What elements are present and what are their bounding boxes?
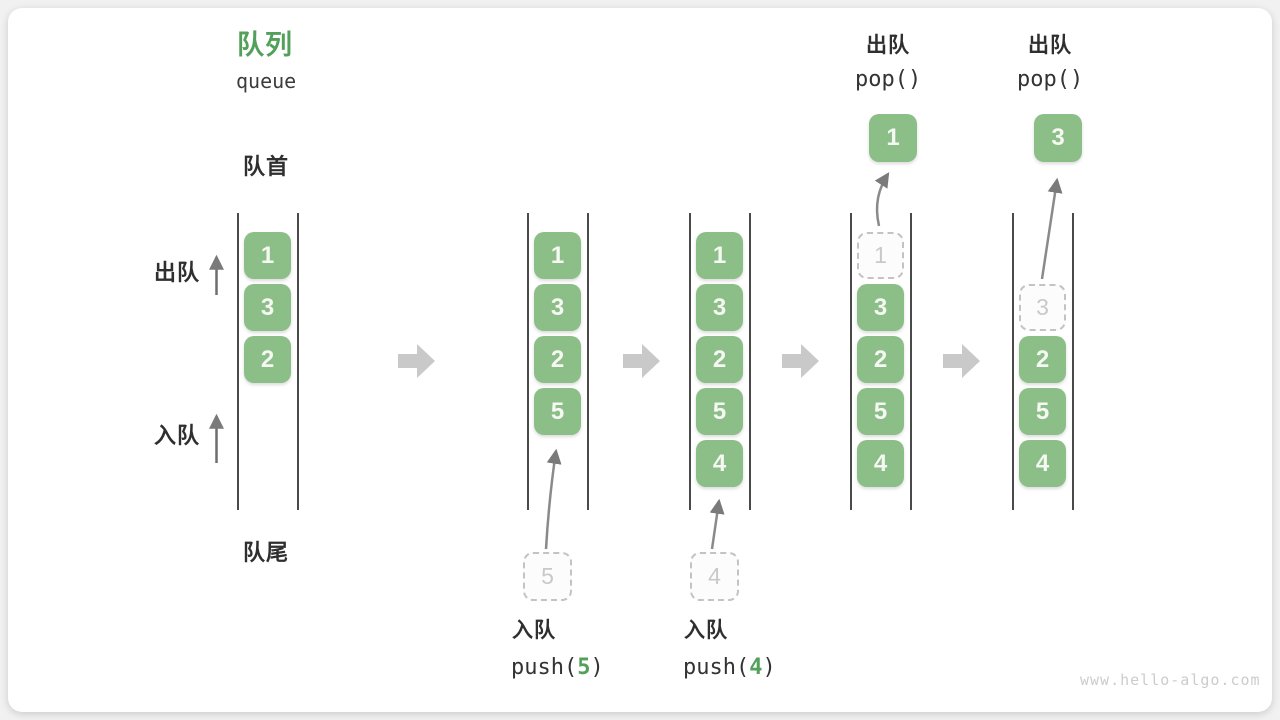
queue-state-4: 1 3 2 5 4	[850, 213, 912, 510]
enqueue-side-label: 入队	[154, 423, 201, 448]
queue-cell: 5	[696, 388, 743, 435]
code-text: push(	[683, 655, 750, 680]
incoming-cell-5: 5	[523, 552, 572, 601]
queue-cell: 5	[1019, 388, 1066, 435]
queue-cell: 1	[534, 232, 581, 279]
removed-cell: 1	[857, 232, 904, 279]
code-arg: 4	[749, 655, 763, 680]
dequeue-side-label: 出队	[154, 260, 201, 285]
push-5-label: 入队	[512, 619, 556, 642]
push-4-label: 入队	[684, 619, 728, 642]
code-text: )	[762, 655, 776, 680]
queue-cell: 2	[857, 336, 904, 383]
code-arg: 5	[577, 655, 591, 680]
queue-state-3: 1 3 2 5 4	[689, 213, 751, 510]
queue-cell: 3	[857, 284, 904, 331]
popped-cell-1: 1	[869, 114, 917, 162]
queue-cell: 4	[857, 440, 904, 487]
queue-rear-label: 队尾	[243, 540, 290, 565]
queue-cell: 3	[244, 284, 291, 331]
push-5-code: push(5)	[511, 656, 604, 679]
queue-cell: 3	[696, 284, 743, 331]
queue-cell: 2	[696, 336, 743, 383]
queue-cell: 2	[1019, 336, 1066, 383]
page-subtitle: queue	[236, 69, 297, 93]
watermark: www.hello-algo.com	[1080, 671, 1261, 689]
push-4-code: push(4)	[683, 656, 776, 679]
queue-state-2: 1 3 2 5	[527, 213, 589, 510]
queue-cell: 5	[857, 388, 904, 435]
queue-cell: 2	[534, 336, 581, 383]
queue-state-5: 3 2 5 4	[1012, 213, 1074, 510]
transition-arrow-icon	[623, 344, 660, 378]
queue-cell: 2	[244, 336, 291, 383]
transition-arrow-icon	[943, 344, 980, 378]
queue-cell: 4	[696, 440, 743, 487]
queue-state-1: 1 3 2	[237, 213, 299, 510]
code-text: )	[590, 655, 604, 680]
popped-cell-3: 3	[1034, 114, 1082, 162]
queue-cell: 4	[1019, 440, 1066, 487]
removed-cell: 3	[1019, 284, 1066, 331]
queue-cell: 3	[534, 284, 581, 331]
queue-cell: 1	[696, 232, 743, 279]
page-title: 队列	[237, 30, 293, 60]
queue-front-label: 队首	[243, 154, 290, 179]
transition-arrow-icon	[782, 344, 819, 378]
queue-cell: 1	[244, 232, 291, 279]
transition-arrow-icon	[398, 344, 435, 378]
pop-a-code: pop()	[855, 67, 922, 92]
pop-a-label: 出队	[866, 34, 910, 57]
incoming-cell-4: 4	[690, 552, 739, 601]
queue-cell: 5	[534, 388, 581, 435]
pop-b-code: pop()	[1017, 67, 1084, 92]
code-text: push(	[511, 655, 578, 680]
pop-b-label: 出队	[1028, 34, 1072, 57]
